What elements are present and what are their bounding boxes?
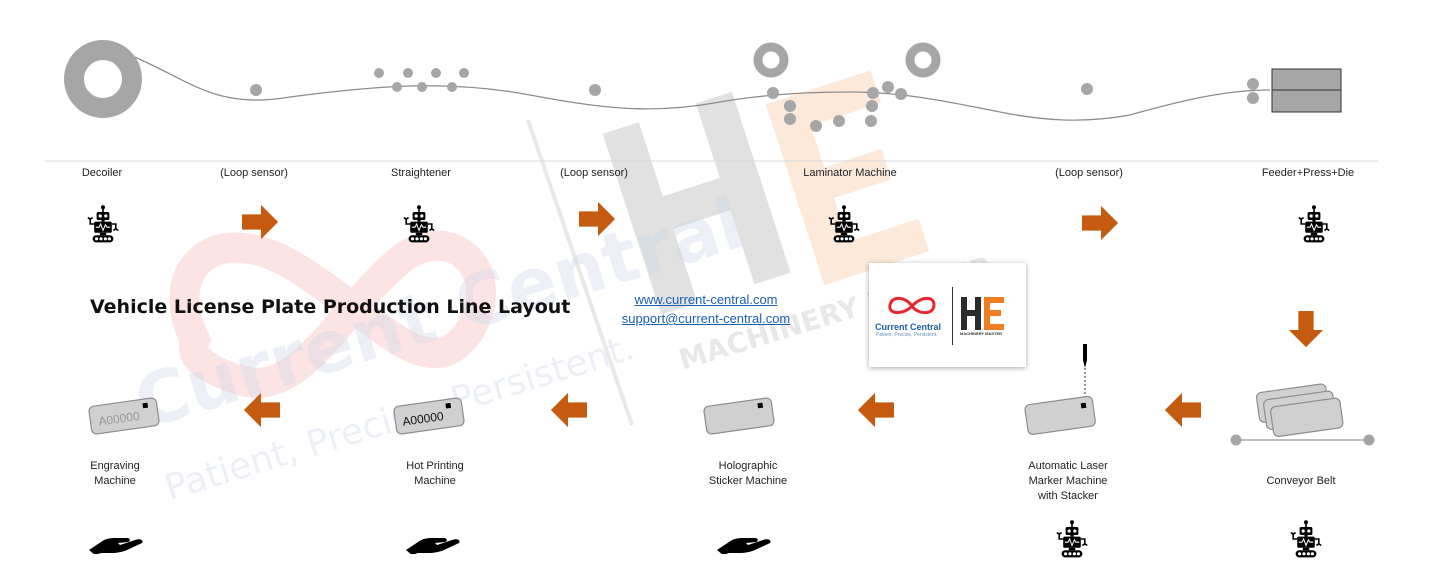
arrow-down-icon bbox=[1287, 311, 1325, 349]
printed-plate: A00000 bbox=[393, 397, 465, 435]
station-label-feeder-press-die: Feeder+Press+Die bbox=[1261, 167, 1355, 179]
arrow-left-icon bbox=[549, 391, 587, 429]
hand-icon bbox=[87, 528, 147, 554]
robot-icon bbox=[1298, 202, 1330, 246]
plate-text: A00000 bbox=[402, 409, 445, 429]
arrow-left-icon bbox=[1163, 391, 1201, 429]
stickered-plate bbox=[703, 397, 775, 435]
logo-brand-name: Current Central bbox=[875, 322, 942, 332]
strip-path bbox=[129, 54, 1271, 121]
he-logo-mark bbox=[961, 297, 1004, 330]
laminator-film-roll bbox=[905, 42, 941, 78]
press-die-block bbox=[1271, 68, 1342, 113]
station-label-decoiler: Decoiler bbox=[81, 167, 123, 179]
feeder-roller bbox=[1247, 78, 1259, 90]
feeder-roller bbox=[1247, 92, 1259, 104]
laminator-film-roll bbox=[753, 42, 789, 78]
station-label-loop-sensor: (Loop sensor) bbox=[560, 167, 628, 179]
robot-icon bbox=[1056, 517, 1088, 561]
logo-partner-name: MACHINERY MASTER bbox=[960, 331, 1003, 336]
loop-sensor-roller bbox=[589, 84, 601, 96]
station-label-laminator: Laminator Machine bbox=[803, 167, 897, 179]
plate-text: A00000 bbox=[98, 409, 141, 429]
straightener-rollers bbox=[374, 68, 469, 92]
loop-sensor-roller bbox=[1081, 83, 1093, 95]
diagram-title: Vehicle License Plate Production Line La… bbox=[90, 296, 571, 318]
arrow-left-icon bbox=[856, 391, 894, 429]
station-label-loop-sensor: (Loop sensor) bbox=[1055, 167, 1123, 179]
material-path-diagram bbox=[45, 40, 1378, 162]
station-label-straightener: Straightener bbox=[391, 167, 451, 179]
laser-marked-plate bbox=[1024, 344, 1096, 435]
robot-icon bbox=[828, 202, 860, 246]
infinity-logo-icon bbox=[888, 296, 936, 315]
arrow-right-icon bbox=[242, 203, 280, 241]
station-label-loop-sensor: (Loop sensor) bbox=[220, 167, 288, 179]
robot-icon bbox=[87, 202, 119, 246]
email-link[interactable]: support@current-central.com bbox=[621, 311, 791, 326]
robot-icon bbox=[403, 202, 435, 246]
conveyor-plate-stack bbox=[1230, 383, 1375, 446]
arrow-left-icon bbox=[242, 391, 280, 429]
hand-icon bbox=[715, 528, 775, 554]
company-logo-card: Current Central Patient, Precise, Persis… bbox=[869, 263, 1026, 367]
loop-sensor-roller bbox=[250, 84, 262, 96]
engraved-plate: A00000 bbox=[88, 397, 160, 435]
arrow-right-icon bbox=[579, 200, 617, 238]
website-link[interactable]: www.current-central.com bbox=[634, 292, 778, 307]
logo-divider bbox=[952, 287, 953, 345]
decoiler-coil bbox=[64, 40, 142, 118]
station-label-conveyor-belt: Conveyor Belt bbox=[1266, 475, 1336, 487]
hand-icon bbox=[404, 528, 464, 554]
robot-icon bbox=[1290, 517, 1322, 561]
arrow-right-icon bbox=[1082, 204, 1120, 242]
laminator-rollers bbox=[767, 81, 907, 132]
logo-brand-tagline: Patient, Precise, Persistent. bbox=[876, 332, 938, 338]
